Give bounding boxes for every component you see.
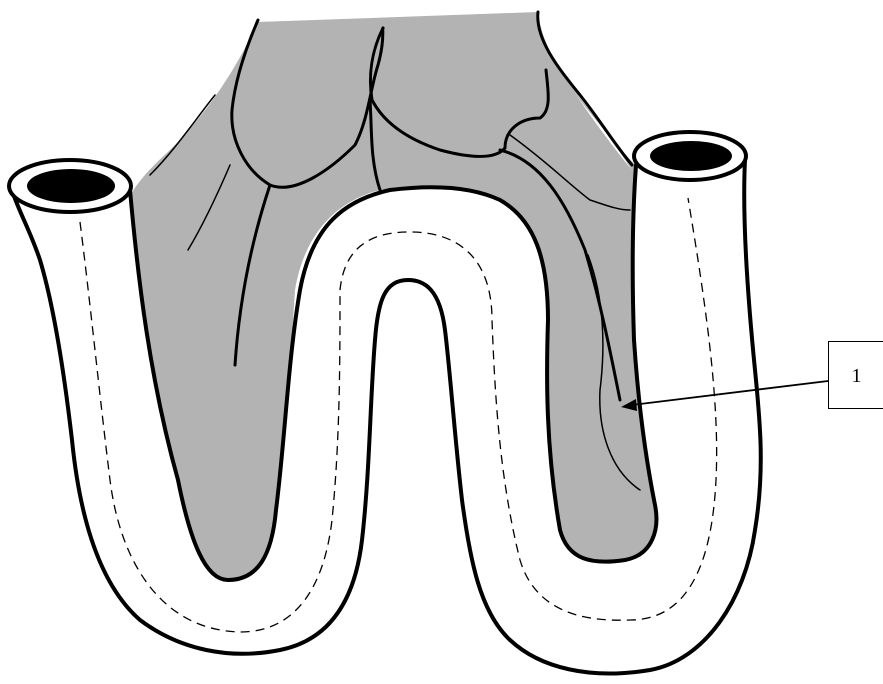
left-lumen (27, 169, 115, 203)
right-tube-opening (634, 132, 746, 180)
right-lumen (650, 141, 732, 171)
left-tube-opening (9, 160, 131, 212)
mesentery-main (128, 12, 656, 580)
intestine-tube (12, 146, 761, 674)
label-box: 1 (828, 341, 883, 409)
label-number: 1 (829, 342, 883, 410)
